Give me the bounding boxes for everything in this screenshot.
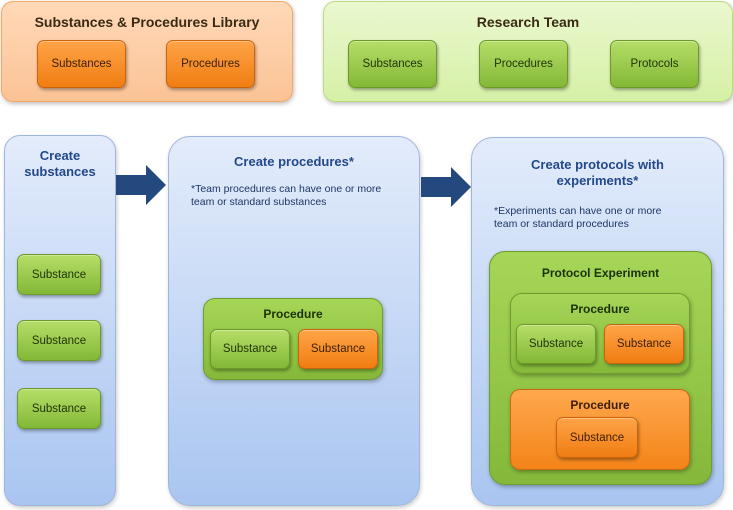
create-protocols-title: Create protocols with experiments* xyxy=(472,157,723,189)
create-protocols-note: *Experiments can have one or more team o… xyxy=(494,205,714,231)
standard-procedure-group[interactable]: Procedure Substance xyxy=(510,389,690,470)
library-procedures-button[interactable]: Procedures xyxy=(166,40,255,88)
create-substances-stage: Create substances Substance Substance Su… xyxy=(4,135,116,506)
team-procedure-title: Procedure xyxy=(570,302,630,316)
library-substances-button[interactable]: Substances xyxy=(37,40,126,88)
flow-arrow-1 xyxy=(116,165,166,205)
team-substance-chip[interactable]: Substance xyxy=(516,324,596,364)
standard-substance-chip[interactable]: Substance xyxy=(298,329,378,369)
procedure-group-title: Procedure xyxy=(263,307,323,321)
create-protocols-title-line2: experiments* xyxy=(556,173,639,188)
team-protocols-button[interactable]: Protocols xyxy=(610,40,699,88)
team-substances-button[interactable]: Substances xyxy=(348,40,437,88)
standard-substance-chip[interactable]: Substance xyxy=(556,417,638,458)
create-substances-title: Create substances xyxy=(5,148,115,180)
create-protocols-title-line1: Create protocols with xyxy=(531,157,664,172)
substance-item[interactable]: Substance xyxy=(17,254,101,295)
team-procedure-group[interactable]: Procedure Substance Substance xyxy=(510,293,690,374)
create-procedures-note: *Team procedures can have one or more te… xyxy=(191,183,411,209)
protocol-experiment-title: Protocol Experiment xyxy=(541,266,660,280)
create-procedures-note-line1: *Team procedures can have one or more xyxy=(191,183,382,195)
library-panel-title: Substances & Procedures Library xyxy=(34,14,260,30)
create-protocols-note-line2: team or standard procedures xyxy=(494,218,629,230)
create-procedures-note-line2: team or standard substances xyxy=(191,196,327,208)
create-protocols-note-line1: *Experiments can have one or more xyxy=(494,205,662,217)
library-panel: Substances & Procedures Library Substanc… xyxy=(1,1,293,102)
create-substances-title-line1: Create xyxy=(39,148,81,163)
procedure-group[interactable]: Procedure Substance Substance xyxy=(203,298,383,380)
substance-item[interactable]: Substance xyxy=(17,320,101,361)
flow-arrow-2 xyxy=(421,167,471,207)
protocol-experiment-group[interactable]: Protocol Experiment Procedure Substance … xyxy=(489,251,712,485)
research-team-title: Research Team xyxy=(476,14,580,30)
substance-item[interactable]: Substance xyxy=(17,388,101,429)
research-team-panel: Research Team Substances Procedures Prot… xyxy=(323,1,733,102)
team-substance-chip[interactable]: Substance xyxy=(210,329,290,369)
create-protocols-stage: Create protocols with experiments* *Expe… xyxy=(471,137,724,506)
team-procedures-button[interactable]: Procedures xyxy=(479,40,568,88)
create-procedures-stage: Create procedures* *Team procedures can … xyxy=(168,136,420,506)
create-procedures-title: Create procedures* xyxy=(234,154,354,169)
standard-substance-chip[interactable]: Substance xyxy=(604,324,684,364)
standard-procedure-title: Procedure xyxy=(570,398,630,412)
create-substances-title-line2: substances xyxy=(24,164,96,179)
